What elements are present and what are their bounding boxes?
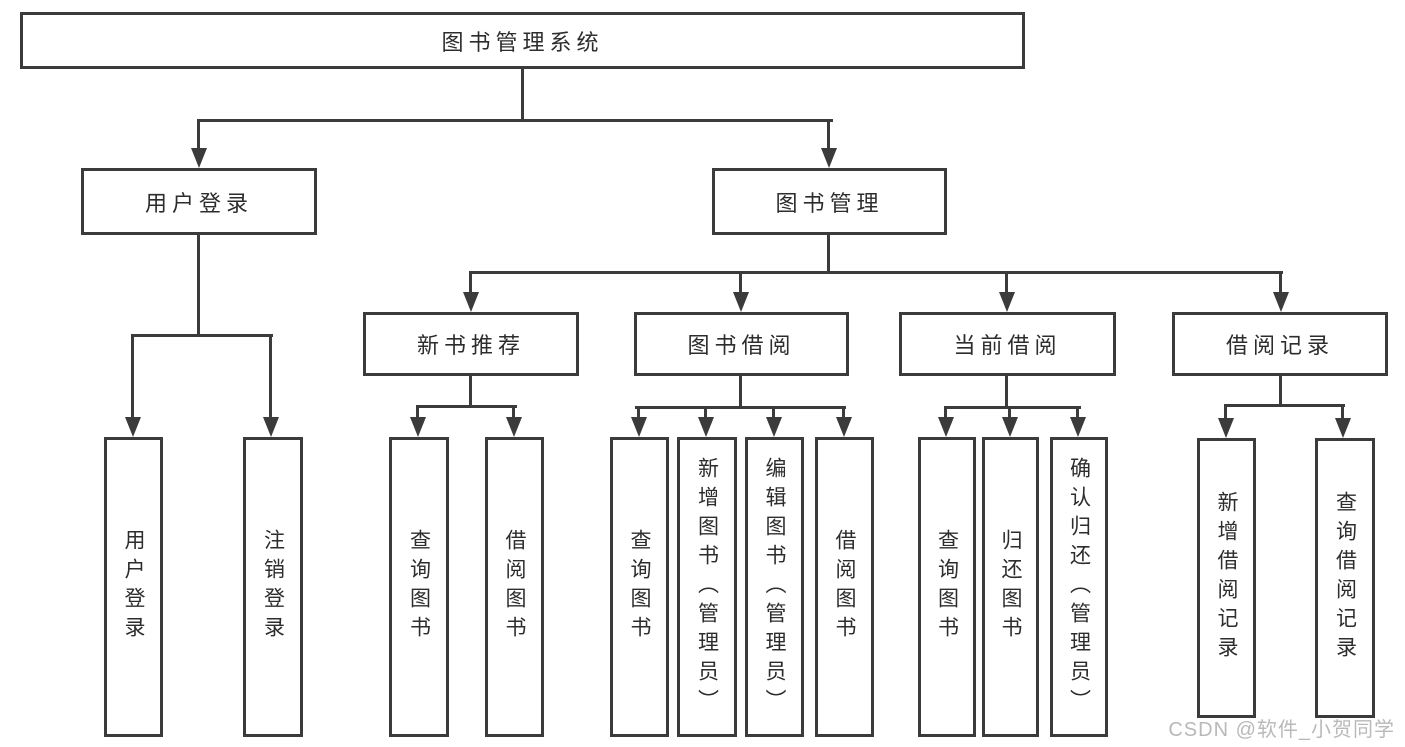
node-label: 用户登录 bbox=[122, 529, 145, 645]
connector-line bbox=[416, 405, 419, 419]
node-label: 图书借阅 bbox=[687, 333, 796, 358]
connector-line bbox=[1008, 406, 1011, 419]
connector-line bbox=[131, 334, 134, 420]
connector-line bbox=[944, 406, 1081, 409]
node-label: 编辑图书（管理员） bbox=[763, 456, 786, 718]
leaf-query-borrow-record: 查询借阅记录 bbox=[1315, 438, 1375, 718]
connector-line bbox=[469, 271, 1283, 274]
node-label: 用户登录 bbox=[144, 190, 253, 216]
connector-line bbox=[416, 405, 517, 408]
arrow-down-icon bbox=[506, 417, 522, 437]
leaf-add-books-admin: 新增图书（管理员） bbox=[677, 437, 737, 737]
connector-line bbox=[197, 119, 833, 122]
leaf-return-books: 归还图书 bbox=[982, 437, 1039, 737]
connector-line bbox=[1076, 406, 1079, 419]
connector-line bbox=[521, 68, 524, 120]
arrow-down-icon bbox=[263, 417, 279, 437]
node-label: 图书管理 bbox=[775, 190, 884, 216]
connector-line bbox=[827, 119, 830, 151]
arrow-down-icon bbox=[125, 417, 141, 437]
connector-line bbox=[469, 271, 472, 295]
node-user-login: 用户登录 bbox=[81, 168, 317, 235]
leaf-user-login: 用户登录 bbox=[104, 437, 163, 737]
connector-line bbox=[131, 334, 273, 337]
arrow-down-icon bbox=[999, 292, 1015, 312]
connector-line bbox=[512, 405, 515, 419]
node-book-borrowing: 图书借阅 bbox=[634, 312, 849, 376]
leaf-query-books-borrowing: 查询图书 bbox=[610, 437, 669, 737]
leaf-confirm-return-admin: 确认归还（管理员） bbox=[1050, 437, 1108, 737]
node-label: 新增借阅记录 bbox=[1215, 491, 1238, 665]
connector-line bbox=[739, 376, 742, 409]
node-label: 查询图书 bbox=[407, 529, 431, 645]
node-label: 注销登录 bbox=[261, 529, 285, 645]
node-label: 归还图书 bbox=[999, 529, 1022, 645]
connector-line bbox=[1005, 271, 1008, 295]
leaf-logout: 注销登录 bbox=[243, 437, 303, 737]
connector-line bbox=[772, 406, 775, 419]
watermark-text: CSDN @软件_小贺同学 bbox=[1168, 719, 1395, 741]
arrow-down-icon bbox=[463, 292, 479, 312]
connector-line bbox=[704, 406, 707, 419]
node-label: 查询图书 bbox=[628, 529, 651, 645]
connector-line bbox=[944, 406, 947, 419]
arrow-down-icon bbox=[631, 417, 647, 437]
leaf-query-books-recommend: 查询图书 bbox=[389, 437, 449, 737]
node-label: 借阅记录 bbox=[1225, 333, 1334, 358]
connector-line bbox=[1224, 404, 1227, 419]
node-label: 借阅图书 bbox=[833, 529, 856, 645]
leaf-query-books-current: 查询图书 bbox=[918, 437, 976, 737]
node-book-management: 图书管理 bbox=[712, 168, 947, 235]
arrow-down-icon bbox=[733, 292, 749, 312]
connector-line bbox=[1279, 376, 1282, 407]
node-label: 确认归还（管理员） bbox=[1067, 456, 1091, 718]
arrow-down-icon bbox=[1002, 417, 1018, 437]
connector-line bbox=[269, 334, 272, 420]
leaf-add-borrow-record: 新增借阅记录 bbox=[1197, 438, 1256, 718]
arrow-down-icon bbox=[836, 417, 852, 437]
node-label: 新增图书（管理员） bbox=[695, 456, 719, 718]
arrow-down-icon bbox=[698, 417, 714, 437]
connector-line bbox=[739, 271, 742, 295]
arrow-down-icon bbox=[1335, 418, 1351, 438]
connector-line bbox=[1224, 404, 1345, 407]
arrow-down-icon bbox=[938, 417, 954, 437]
arrow-down-icon bbox=[821, 148, 837, 168]
arrow-down-icon bbox=[766, 417, 782, 437]
arrow-down-icon bbox=[1070, 417, 1086, 437]
connector-line bbox=[827, 234, 830, 274]
arrow-down-icon bbox=[1273, 292, 1289, 312]
leaf-borrow-books: 借阅图书 bbox=[815, 437, 874, 737]
node-label: 借阅图书 bbox=[503, 529, 526, 645]
connector-line bbox=[197, 234, 200, 335]
connector-line bbox=[1279, 271, 1282, 295]
connector-line bbox=[842, 406, 845, 419]
node-label: 查询图书 bbox=[935, 529, 959, 645]
node-new-book-recommend: 新书推荐 bbox=[363, 312, 579, 376]
node-library-management-system: 图书管理系统 bbox=[20, 12, 1025, 69]
connector-line bbox=[635, 406, 846, 409]
leaf-edit-books-admin: 编辑图书（管理员） bbox=[745, 437, 804, 737]
node-label: 图书管理系统 bbox=[441, 29, 604, 55]
connector-line bbox=[637, 406, 640, 419]
arrow-down-icon bbox=[191, 148, 207, 168]
leaf-borrow-books-recommend: 借阅图书 bbox=[485, 437, 544, 737]
node-borrowing-records: 借阅记录 bbox=[1172, 312, 1388, 376]
arrow-down-icon bbox=[410, 417, 426, 437]
node-label: 新书推荐 bbox=[416, 333, 525, 358]
connector-line bbox=[1005, 376, 1008, 409]
connector-line bbox=[1341, 404, 1344, 419]
node-label: 当前借阅 bbox=[953, 333, 1062, 358]
node-current-borrowing: 当前借阅 bbox=[899, 312, 1116, 376]
connector-line bbox=[197, 119, 200, 151]
connector-line bbox=[469, 376, 472, 408]
node-label: 查询借阅记录 bbox=[1333, 491, 1357, 665]
arrow-down-icon bbox=[1218, 418, 1234, 438]
